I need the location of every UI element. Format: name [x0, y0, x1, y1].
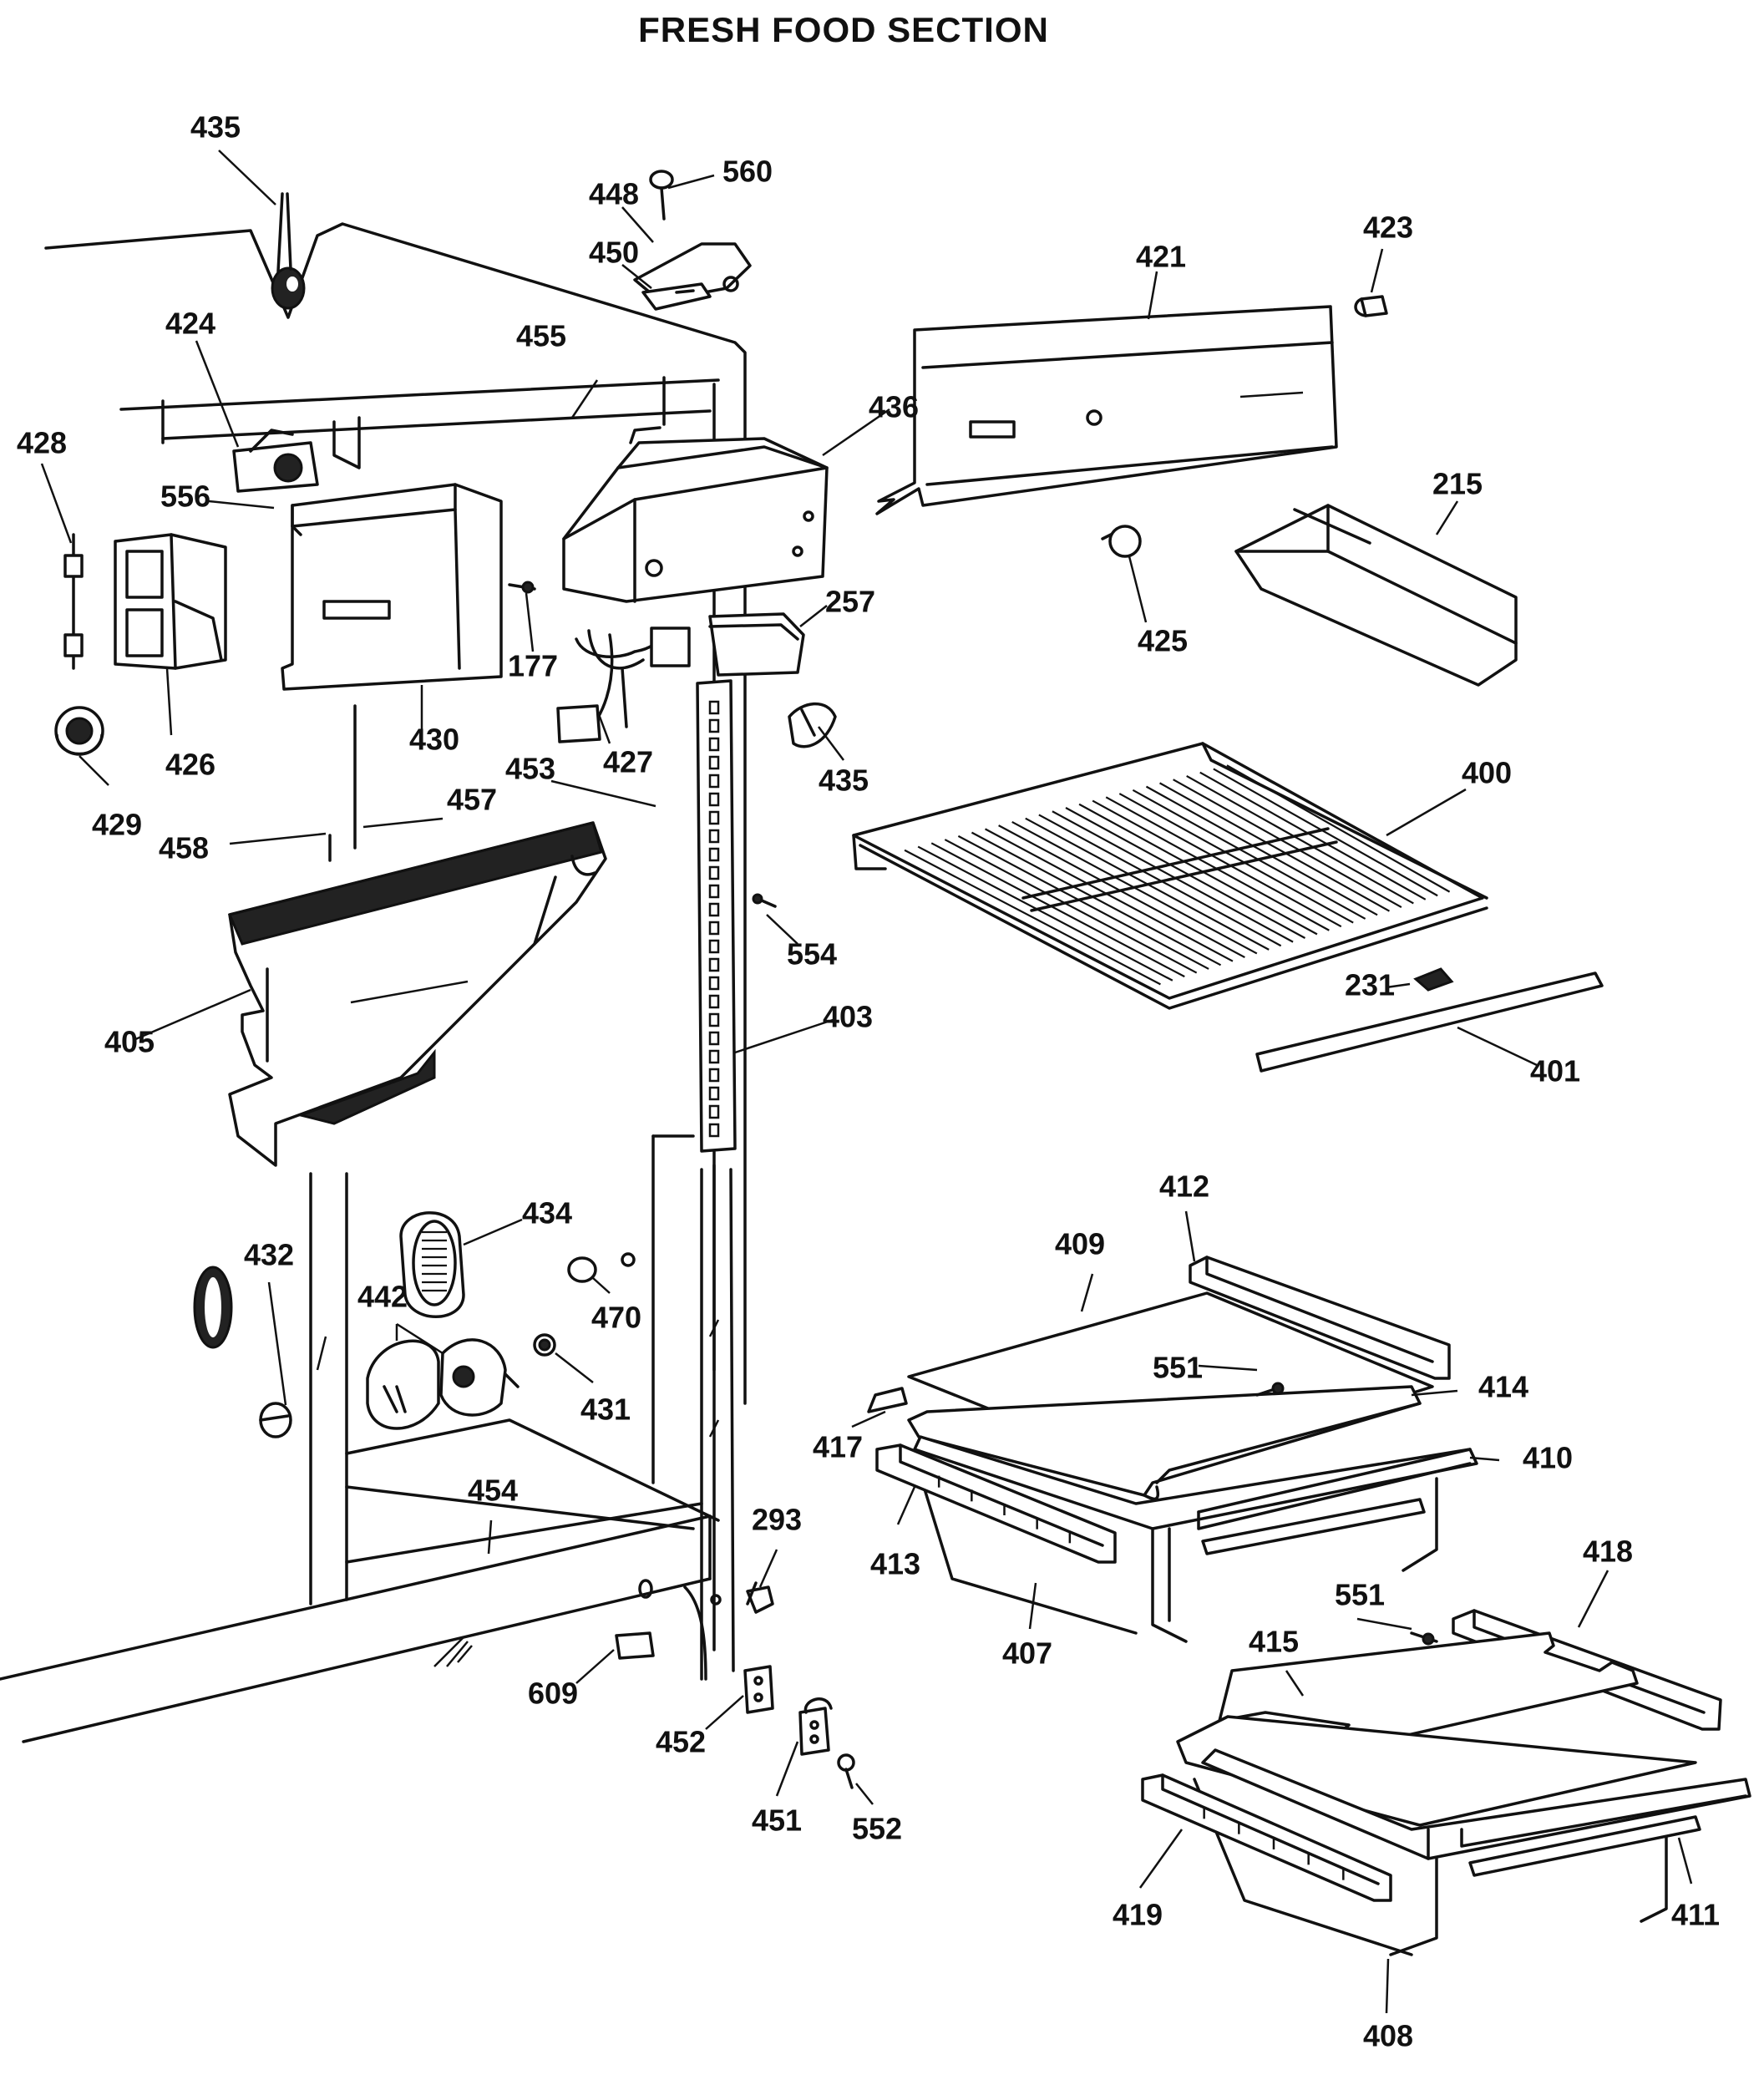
shelf-bracket-assembly	[633, 170, 752, 311]
light-shield	[875, 295, 1388, 515]
callout-458: 458	[159, 831, 209, 865]
callout-412: 412	[1159, 1169, 1209, 1204]
light-switch-knob	[1101, 525, 1142, 558]
callout-409: 409	[1055, 1227, 1105, 1261]
shelf-ladder-rail	[696, 679, 737, 1681]
callout-429: 429	[92, 808, 142, 842]
callout-435-top: 435	[190, 110, 241, 145]
hinge-hardware	[615, 1581, 855, 1789]
cabinet-liner	[0, 222, 747, 1743]
callout-560: 560	[722, 155, 773, 189]
callout-551-lower: 551	[1335, 1578, 1385, 1612]
callout-424: 424	[165, 307, 215, 341]
knob-ridges	[422, 1230, 447, 1292]
callout-552: 552	[852, 1812, 902, 1846]
temperature-controls	[193, 1211, 636, 1438]
callout-407: 407	[1002, 1636, 1052, 1671]
callout-414: 414	[1478, 1370, 1528, 1404]
wiring-harness	[556, 627, 691, 743]
thermistor-top	[271, 192, 306, 310]
callout-401: 401	[1530, 1054, 1580, 1088]
callout-551-upper: 551	[1153, 1351, 1203, 1385]
callout-432: 432	[244, 1238, 294, 1272]
callout-257: 257	[825, 585, 875, 619]
callout-408: 408	[1363, 2019, 1413, 2053]
callout-410: 410	[1523, 1441, 1573, 1475]
callout-231: 231	[1345, 968, 1395, 1002]
callout-423: 423	[1363, 211, 1413, 245]
crisper-ribs	[1203, 1807, 1345, 1880]
callout-556: 556	[160, 479, 210, 514]
callout-labels: 435 448 560 450 421 423 424 455 436 428 …	[17, 110, 1720, 2053]
callout-452: 452	[656, 1725, 706, 1759]
control-housing	[281, 483, 503, 691]
callout-451: 451	[752, 1803, 802, 1838]
left-small-parts	[54, 533, 227, 756]
screws-551	[1255, 1382, 1438, 1646]
screw-177	[508, 581, 536, 594]
callout-430: 430	[409, 723, 459, 757]
callout-554: 554	[787, 937, 837, 971]
upper-crisper	[867, 1256, 1478, 1643]
callout-293: 293	[752, 1503, 802, 1537]
callout-431: 431	[580, 1393, 631, 1427]
crisper-ribs	[937, 1475, 1072, 1544]
callout-470: 470	[591, 1301, 641, 1335]
shelf-trim	[1255, 967, 1604, 1073]
callout-448: 448	[589, 177, 639, 211]
callout-442: 442	[357, 1280, 408, 1314]
callout-455: 455	[516, 319, 566, 353]
screw-554	[752, 893, 777, 908]
lower-crisper	[1141, 1609, 1751, 1956]
callout-425: 425	[1138, 624, 1188, 658]
callout-434: 434	[522, 1196, 572, 1230]
callout-177: 177	[508, 649, 558, 683]
callout-418: 418	[1583, 1535, 1633, 1569]
callout-454: 454	[468, 1474, 518, 1508]
callout-419: 419	[1113, 1898, 1163, 1932]
callout-415: 415	[1249, 1625, 1299, 1659]
page-title: FRESH FOOD SECTION	[638, 10, 1049, 49]
callout-450: 450	[589, 236, 639, 270]
callout-400: 400	[1462, 756, 1512, 790]
callout-428: 428	[17, 426, 67, 460]
thermostat	[232, 429, 319, 493]
callout-426: 426	[165, 748, 215, 782]
callout-436: 436	[869, 390, 919, 424]
wire-shelf	[852, 742, 1488, 1010]
callout-453: 453	[505, 752, 555, 786]
callout-403: 403	[823, 1000, 873, 1034]
callout-413: 413	[870, 1547, 920, 1581]
callout-411: 411	[1671, 1898, 1720, 1932]
control-box	[562, 426, 829, 603]
leader-lines	[40, 150, 1693, 2014]
shelf-wire-bars	[904, 764, 1451, 986]
callout-421: 421	[1136, 240, 1186, 274]
callout-427: 427	[603, 745, 653, 779]
callout-609: 609	[528, 1677, 578, 1711]
dairy-bin	[1234, 504, 1518, 687]
callout-457: 457	[447, 783, 497, 817]
callout-417: 417	[813, 1430, 863, 1464]
callout-405: 405	[104, 1025, 155, 1059]
meat-pan-cover	[227, 821, 607, 1167]
callout-435-side: 435	[819, 763, 869, 798]
defrost-timer	[708, 612, 837, 748]
callout-215: 215	[1432, 467, 1483, 501]
ladder-slots	[708, 700, 720, 1138]
